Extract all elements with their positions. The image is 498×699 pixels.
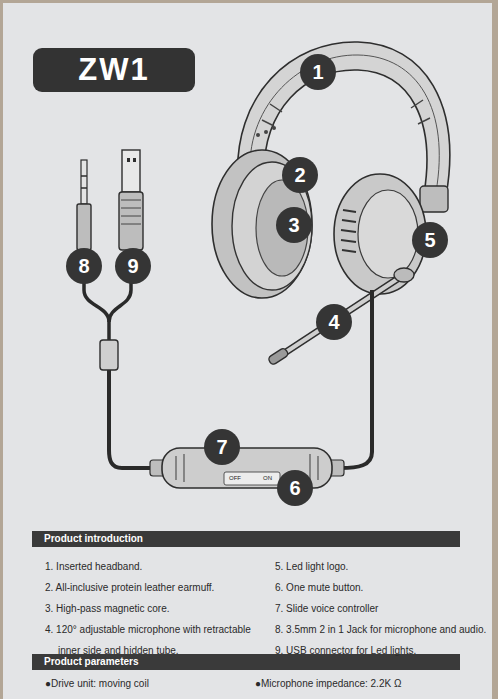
callout-text: 2 [294, 164, 305, 187]
mic-capsule [267, 347, 289, 365]
ferrite-core [100, 340, 118, 370]
rivet [272, 126, 276, 130]
feature-text: 4. 120° adjustable microphone with retra… [45, 619, 270, 661]
headband-detail [262, 100, 430, 126]
band-title: Product parameters [44, 656, 138, 667]
left-earcup-housing [212, 150, 312, 298]
switch-label: ON [263, 475, 272, 482]
led-stripes [341, 210, 356, 252]
feature-text: 2. All-inclusive protein leather earmuff… [45, 577, 270, 598]
callout-number: 5 [412, 222, 448, 258]
jack-rings [81, 176, 87, 188]
callout-text: 9 [127, 255, 138, 278]
usb-hole [127, 158, 130, 162]
parameter-text: ●Microphone impedance: 2.2K Ω [255, 673, 401, 694]
callout-number: 8 [66, 248, 102, 284]
mic-base [394, 268, 414, 282]
callout-number: 2 [282, 157, 318, 193]
title-text: ZW1 [78, 52, 149, 88]
title-badge: ZW1 [33, 48, 195, 92]
rivet [264, 130, 268, 134]
callout-number: 1 [300, 54, 336, 90]
slide-switch [224, 472, 280, 485]
feature-text: 5. Led light logo. [275, 556, 348, 577]
feature-text: 3. High-pass magnetic core. [45, 598, 270, 619]
callout-text: 7 [216, 436, 227, 459]
usb-metal [122, 150, 140, 192]
callout-number: 4 [316, 304, 352, 340]
callout-text: 4 [328, 311, 339, 334]
callout-number: 9 [115, 248, 151, 284]
callout-number: 3 [276, 207, 312, 243]
feature-text: 9. USB connector for Led lights. [275, 640, 416, 661]
callout-text: 3 [288, 214, 299, 237]
usb-ridges [121, 200, 141, 224]
right-earcup-ring [358, 190, 418, 278]
usb-body [119, 192, 143, 250]
yoke [420, 186, 448, 212]
callout-text: 5 [424, 229, 435, 252]
mic-boom-inner [286, 276, 402, 352]
section-band: Product parameters [32, 654, 460, 670]
feature-text: 8. 3.5mm 2 in 1 Jack for microphone and … [275, 619, 486, 640]
rivet [256, 133, 260, 137]
jack-pin [81, 160, 87, 204]
earmuff-cushion [232, 162, 312, 290]
callout-number: 6 [277, 470, 313, 506]
feature-text: 6. One mute button. [275, 577, 363, 598]
switch-label: OFF [229, 475, 241, 482]
parameter-text: ●Drive unit: moving coil [45, 673, 149, 694]
usb-hole [133, 158, 136, 162]
callout-text: 8 [78, 255, 89, 278]
callout-number: 7 [204, 429, 240, 465]
section-band: Product introduction [32, 531, 460, 547]
feature-text: 1. Inserted headband. [45, 556, 270, 577]
cable [109, 370, 162, 468]
band-title: Product introduction [44, 533, 143, 544]
callout-text: 1 [312, 61, 323, 84]
callout-text: 6 [289, 477, 300, 500]
feature-text: 7. Slide voice controller [275, 598, 378, 619]
jack-body [77, 204, 91, 250]
mic-boom [286, 276, 402, 352]
